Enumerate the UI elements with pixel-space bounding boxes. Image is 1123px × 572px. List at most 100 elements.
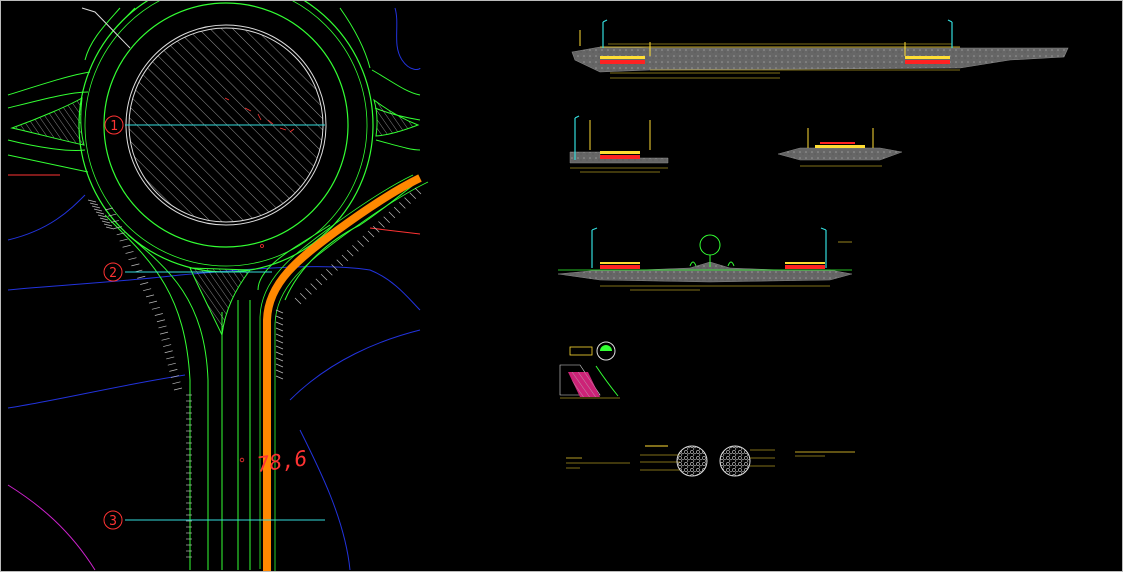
cross-section-2b[interactable]: [777, 128, 903, 167]
embankment-tick: [388, 211, 396, 219]
embankment-tick: [331, 264, 338, 271]
left-splitter-island: [10, 97, 85, 146]
embankment-tick: [148, 300, 158, 304]
embankment-tick: [275, 357, 284, 362]
embankment-tick: [164, 350, 173, 354]
embankment-tick: [275, 327, 284, 332]
embankment-tick: [131, 263, 140, 267]
embankment-tick: [404, 197, 411, 204]
embankment-tick: [140, 282, 149, 285]
pavement-detail[interactable]: [566, 445, 855, 477]
slope-detail[interactable]: [559, 341, 620, 399]
embankment-tick: [159, 331, 169, 335]
svg-text:1: 1: [110, 119, 118, 134]
embankment-tick: [163, 344, 172, 347]
embankment-tick: [357, 240, 364, 247]
island-red-marks: [224, 97, 295, 463]
section-marker-2[interactable]: 2: [103, 262, 123, 282]
roundabout-plan[interactable]: 1 2 3 78,6: [7, 0, 429, 572]
embankment-tick: [107, 213, 117, 217]
embankment-tick: [99, 217, 109, 221]
tree-icon: [689, 234, 735, 267]
embankment-tick: [173, 387, 183, 391]
embankment-tick: [158, 325, 167, 329]
embankment-tick: [320, 273, 328, 281]
embankment-tick: [336, 259, 343, 266]
embankment-ticks: [87, 187, 422, 558]
embankment-tick: [119, 238, 128, 242]
embankment-tick: [91, 205, 101, 209]
embankment-tick: [104, 207, 114, 211]
embankment-tick: [156, 319, 166, 323]
annotation-leader: [81, 7, 131, 49]
embankment-tick: [169, 369, 178, 372]
embankment-tick: [125, 251, 134, 254]
embankment-tick: [170, 375, 179, 378]
embankment-tick: [409, 192, 417, 200]
cross-section-3[interactable]: [557, 227, 853, 291]
cross-section-2a[interactable]: [569, 115, 669, 173]
embankment-tick: [362, 235, 370, 243]
embankment-tick: [346, 249, 354, 257]
embankment-tick: [315, 278, 323, 286]
embankment-tick: [326, 269, 333, 276]
embankment-tick: [299, 292, 307, 300]
embankment-tick: [275, 363, 284, 368]
embankment-tick: [275, 315, 284, 320]
embankment-tick: [145, 294, 155, 298]
embankment-tick: [166, 356, 175, 360]
embankment-tick: [414, 187, 422, 195]
embankment-tick: [305, 288, 312, 295]
embankment-tick: [113, 226, 122, 229]
embankment-tick: [383, 216, 390, 223]
embankment-tick: [122, 244, 131, 248]
embankment-tick: [275, 345, 284, 350]
embankment-tick: [341, 254, 349, 262]
embankment-tick: [161, 338, 170, 341]
embankment-tick: [275, 333, 284, 338]
embankment-tick: [116, 232, 125, 236]
embankment-tick: [275, 309, 284, 314]
embankment-tick: [275, 375, 284, 380]
embankment-tick: [97, 214, 107, 218]
embankment-tick: [89, 202, 99, 206]
south-splitter-island: [189, 267, 251, 337]
embankment-tick: [275, 321, 284, 326]
embankment-tick: [294, 297, 302, 305]
embankment-tick: [275, 351, 284, 356]
embankment-tick: [95, 211, 105, 215]
embankment-tick: [154, 313, 163, 316]
terrain-contours: [7, 7, 421, 571]
embankment-tick: [101, 220, 111, 224]
embankment-tick: [275, 369, 284, 374]
embankment-tick: [378, 221, 385, 228]
embankment-tick: [352, 245, 359, 252]
embankment-tick: [105, 226, 115, 230]
embankment-tick: [151, 306, 160, 310]
embankment-tick: [110, 220, 119, 223]
embankment-tick: [103, 223, 113, 227]
embankment-tick: [137, 275, 146, 279]
embankment-tick: [167, 362, 176, 366]
roundabout-outer-edge-2: [84, 0, 368, 267]
embankment-tick: [367, 230, 375, 238]
embankment-tick: [393, 206, 401, 214]
embankment-tick: [143, 288, 152, 292]
embankment-tick: [275, 339, 284, 344]
embankment-tick: [373, 226, 380, 233]
embankment-tick: [87, 199, 97, 203]
embankment-tick: [310, 283, 317, 290]
svg-text:2: 2: [109, 266, 117, 281]
central-island-edge: [103, 2, 349, 248]
bike-lane: [263, 174, 422, 572]
embankment-tick: [93, 208, 103, 212]
cross-section-1[interactable]: [571, 19, 1069, 79]
section-marker-3[interactable]: 3: [103, 510, 123, 530]
right-splitter-island: [373, 98, 420, 137]
embankment-tick: [399, 202, 406, 209]
embankment-tick: [172, 381, 181, 385]
approach-roads: [7, 7, 421, 570]
section-marker-1[interactable]: 1: [104, 115, 124, 135]
svg-text:3: 3: [109, 514, 117, 529]
